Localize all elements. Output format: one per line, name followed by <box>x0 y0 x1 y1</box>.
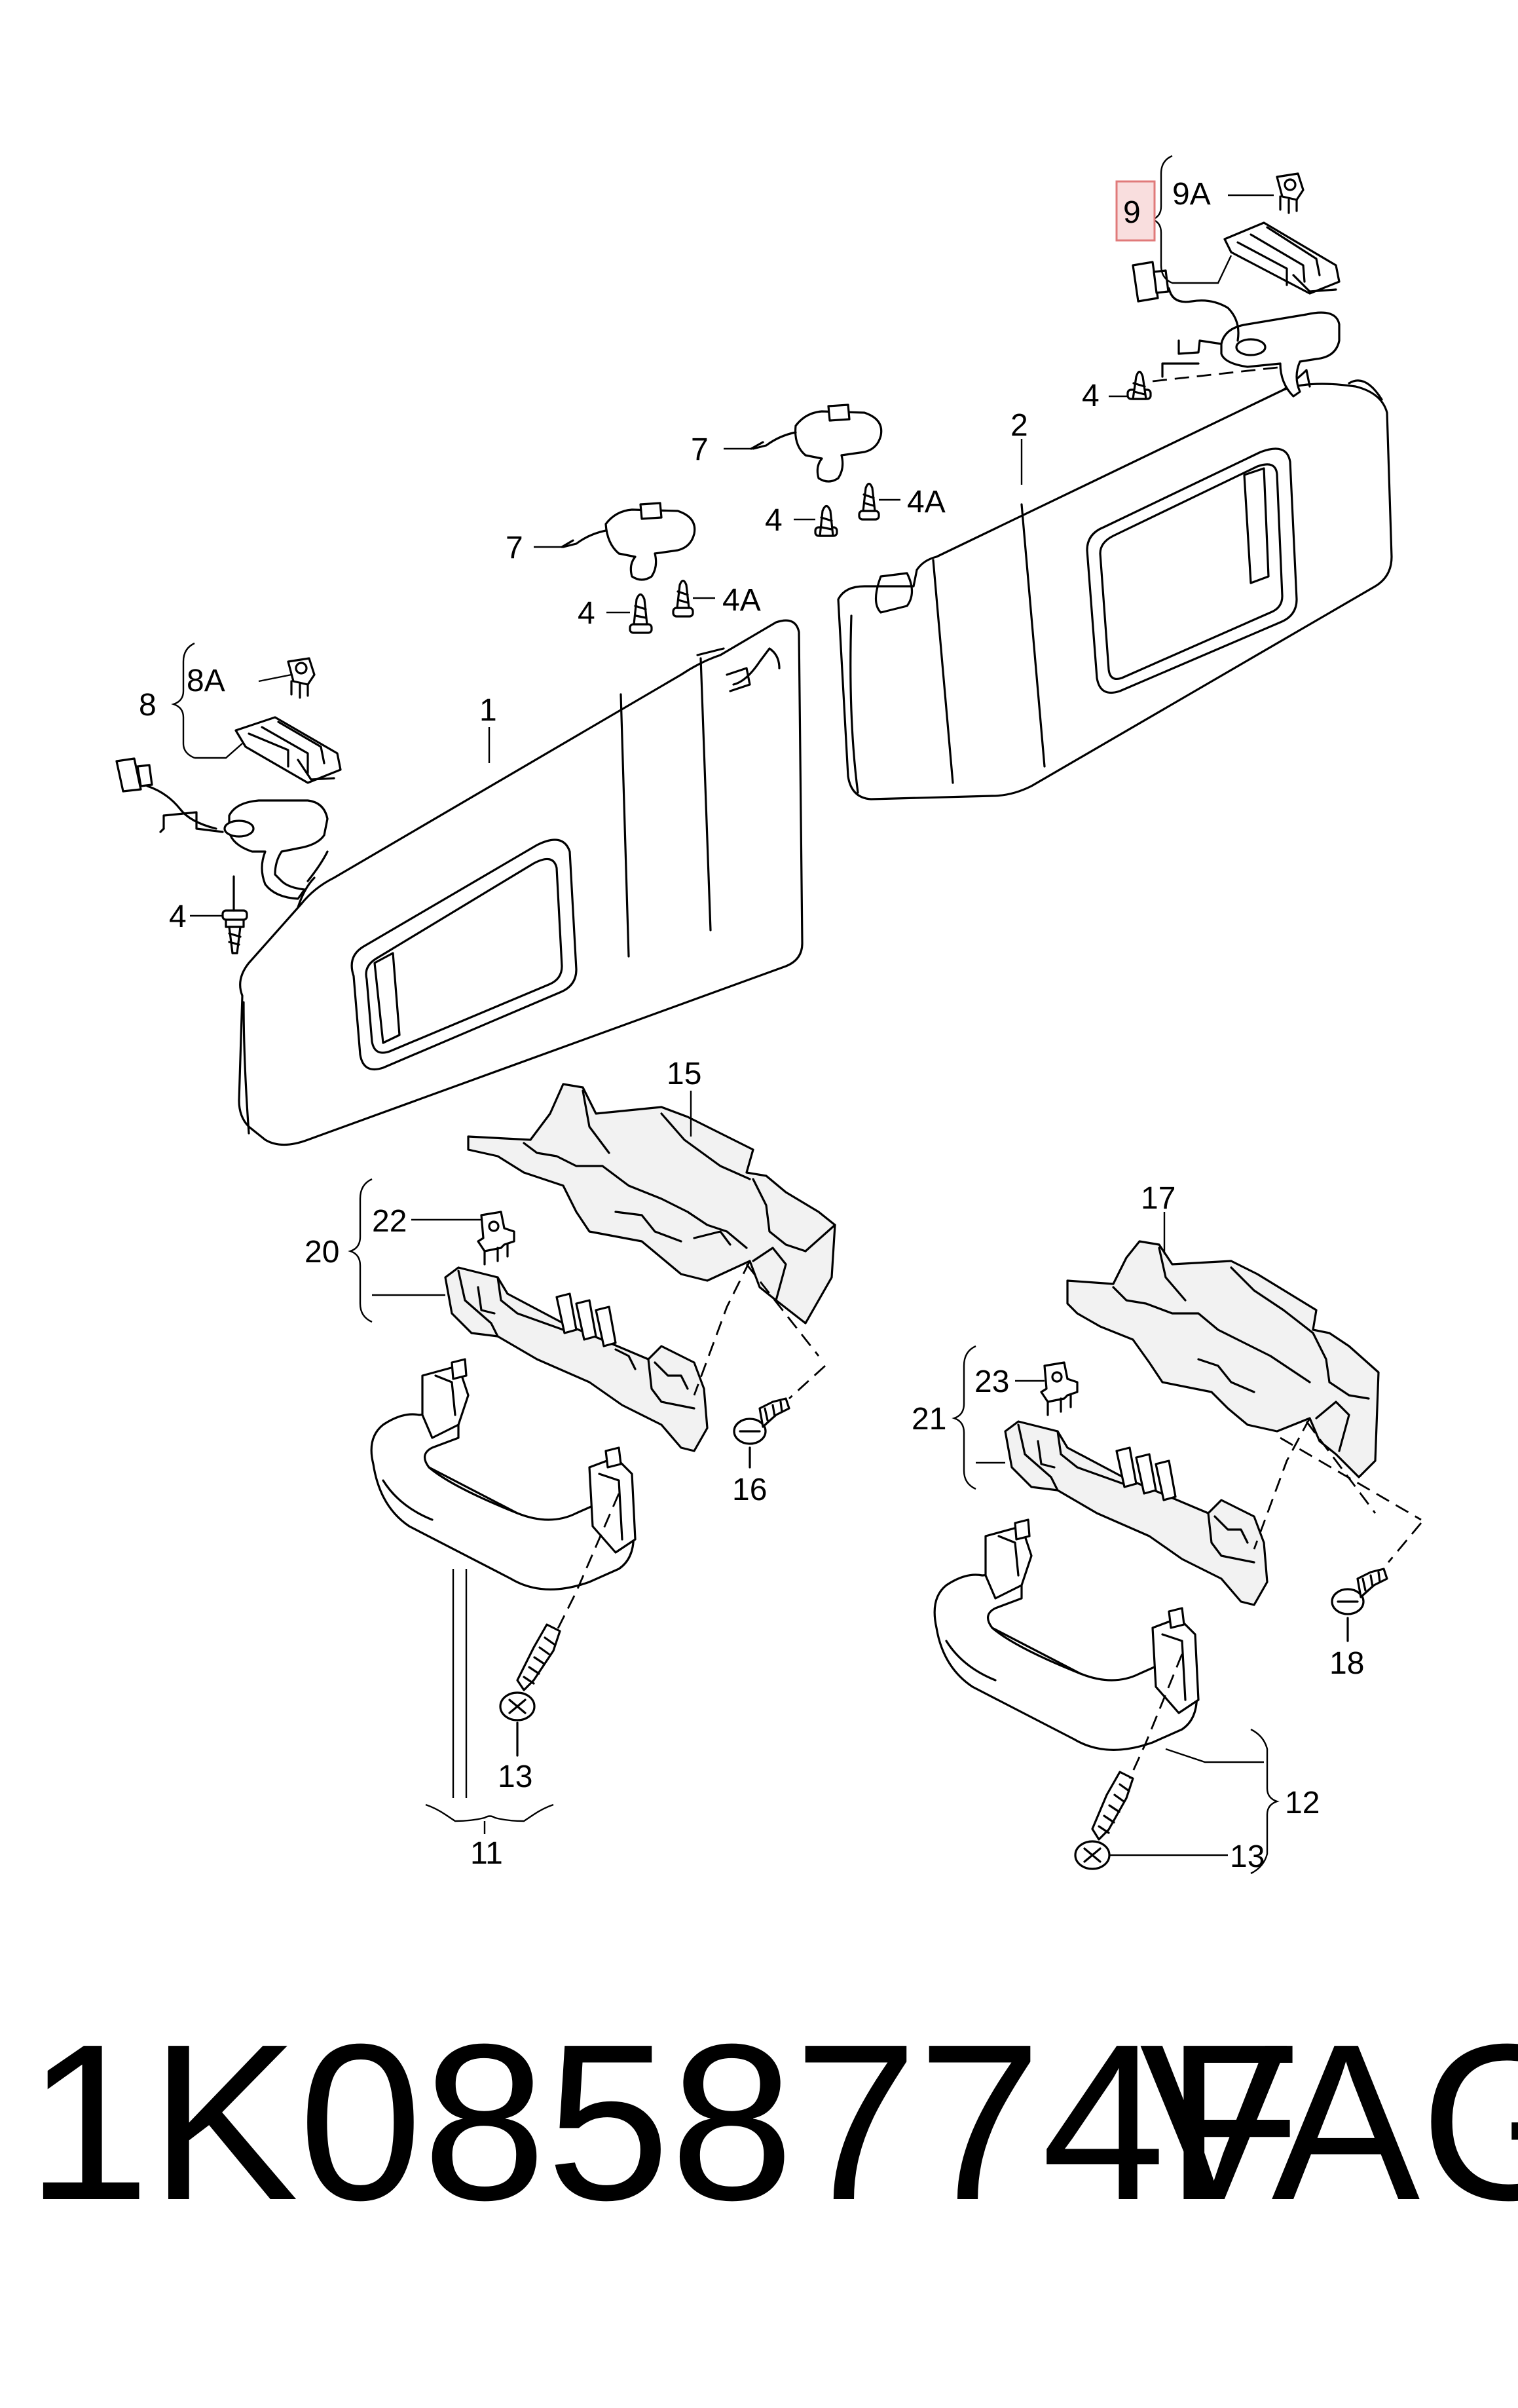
screw-13-right <box>1074 1771 1134 1870</box>
guide-right-4 <box>1280 1437 1422 1521</box>
grab-handle-right <box>933 1518 1200 1751</box>
guide-left-4 <box>555 1493 620 1632</box>
label-7-upper: 7 <box>691 432 709 467</box>
sun-visor-right <box>837 369 1393 800</box>
screw-4-right <box>1126 370 1152 400</box>
trim-cover-15 <box>467 1083 836 1325</box>
guide-right-1 <box>1253 1418 1311 1550</box>
guide-right-5 <box>1128 1653 1183 1779</box>
guide-right-3 <box>1387 1522 1422 1563</box>
trim-clip-23 <box>1040 1361 1079 1416</box>
label-16: 16 <box>732 1473 767 1507</box>
screw-4-left <box>221 875 248 954</box>
handle-bracket-21 <box>1004 1420 1268 1606</box>
label-2: 2 <box>1010 408 1028 443</box>
vanity-light-upper <box>750 404 883 483</box>
label-22: 22 <box>372 1204 407 1239</box>
label-18: 18 <box>1329 1646 1364 1681</box>
label-9: 9 <box>1123 195 1141 230</box>
label-8: 8 <box>139 688 157 723</box>
screw-4-light-upper <box>814 504 838 537</box>
vanity-light-lower <box>561 502 696 581</box>
label-4A-lower: 4A <box>722 583 761 618</box>
highlight-box-part-9 <box>1115 180 1156 242</box>
label-20: 20 <box>305 1235 339 1270</box>
label-7-lower: 7 <box>506 531 523 565</box>
label-15: 15 <box>667 1057 701 1091</box>
screw-4A-light-upper <box>858 482 880 521</box>
leader-lines <box>171 155 1280 1875</box>
label-4A-upper: 4A <box>907 485 946 519</box>
label-21: 21 <box>912 1402 946 1437</box>
label-9A: 9A <box>1172 177 1211 212</box>
trim-clip-22 <box>477 1211 515 1266</box>
label-1: 1 <box>479 693 497 728</box>
label-8A: 8A <box>187 664 225 698</box>
guide-left-3 <box>788 1364 826 1400</box>
label-4-right-top: 4 <box>1082 379 1100 413</box>
visor-bracket-right <box>1132 172 1341 398</box>
screw-13-left <box>499 1623 561 1757</box>
label-12: 12 <box>1285 1786 1320 1820</box>
guide-left-1 <box>693 1260 751 1396</box>
label-13-left: 13 <box>498 1759 532 1794</box>
label-17: 17 <box>1141 1181 1176 1216</box>
screw-4A-light-lower <box>672 579 694 618</box>
label-23: 23 <box>974 1364 1009 1399</box>
part-number: 1K0858774F <box>26 1998 1302 2247</box>
sun-visor-left <box>238 619 804 1146</box>
guide-right-2 <box>1305 1421 1377 1514</box>
screw-4-light-lower <box>629 593 653 634</box>
guide-left-2 <box>745 1264 820 1357</box>
visor-bracket-left <box>115 657 342 900</box>
screw-16 <box>733 1397 790 1469</box>
part-labels: 9 9A 2 4 7 4A 4 7 4A 4 8A 8 1 4 15 17 22… <box>139 177 1364 1874</box>
grab-handle-left <box>370 1358 637 1590</box>
label-4-upper: 4 <box>765 503 783 538</box>
label-4-left: 4 <box>169 899 187 934</box>
label-4-lower: 4 <box>578 596 595 631</box>
trim-cover-17 <box>1066 1240 1380 1478</box>
guide-line-screw-right <box>1152 366 1284 383</box>
label-11: 11 <box>470 1836 503 1871</box>
guide-line-screw-right-b <box>1161 362 1200 378</box>
handle-bracket-20 <box>444 1266 709 1452</box>
screw-18 <box>1331 1568 1388 1642</box>
label-13-right: 13 <box>1230 1839 1265 1874</box>
brand-name: VAG <box>1139 1998 1518 2247</box>
